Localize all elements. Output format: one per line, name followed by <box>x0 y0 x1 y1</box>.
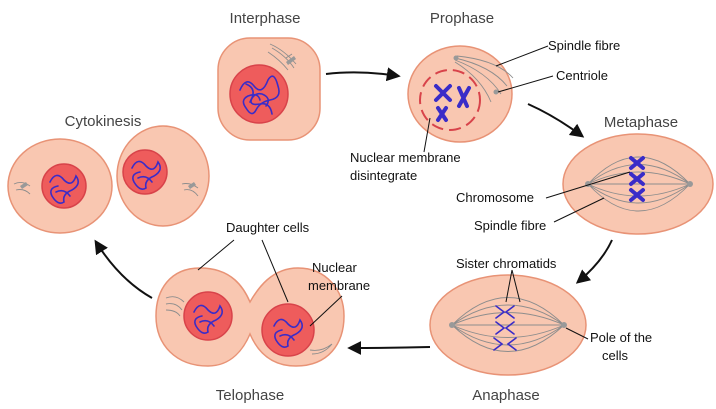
cycle-arrows <box>94 67 613 355</box>
title-interphase: Interphase <box>230 10 301 27</box>
telophase-cell <box>155 267 345 367</box>
interphase-cell <box>217 37 321 141</box>
label-chromosome: Chromosome <box>456 190 534 205</box>
label-centriole: Centriole <box>556 68 608 83</box>
label-spindle-fibre-prophase: Spindle fibre <box>548 38 620 53</box>
title-cytokinesis: Cytokinesis <box>65 113 142 130</box>
label-nuclear-membrane-disintegrate-line1: Nuclear membrane <box>350 150 461 165</box>
label-nuclear-membrane-line1: Nuclear <box>312 260 357 275</box>
prophase-cell <box>407 45 514 143</box>
label-nuclear-membrane-disintegrate-line2: disintegrate <box>350 168 417 183</box>
title-prophase: Prophase <box>430 10 494 27</box>
label-nuclear-membrane-line2: membrane <box>308 278 370 293</box>
label-pole-of-cells-line1: Pole of the <box>590 330 652 345</box>
leader-lines <box>197 45 631 340</box>
title-metaphase: Metaphase <box>604 114 678 131</box>
anaphase-cell <box>429 274 587 376</box>
label-sister-chromatids: Sister chromatids <box>456 256 557 271</box>
label-spindle-fibre-metaphase: Spindle fibre <box>474 218 546 233</box>
title-anaphase: Anaphase <box>472 387 540 404</box>
label-pole-of-cells-line2: cells <box>602 348 629 363</box>
metaphase-cell <box>562 133 714 235</box>
cytokinesis-cells <box>7 125 210 234</box>
title-telophase: Telophase <box>216 387 284 404</box>
label-daughter-cells: Daughter cells <box>226 220 310 235</box>
